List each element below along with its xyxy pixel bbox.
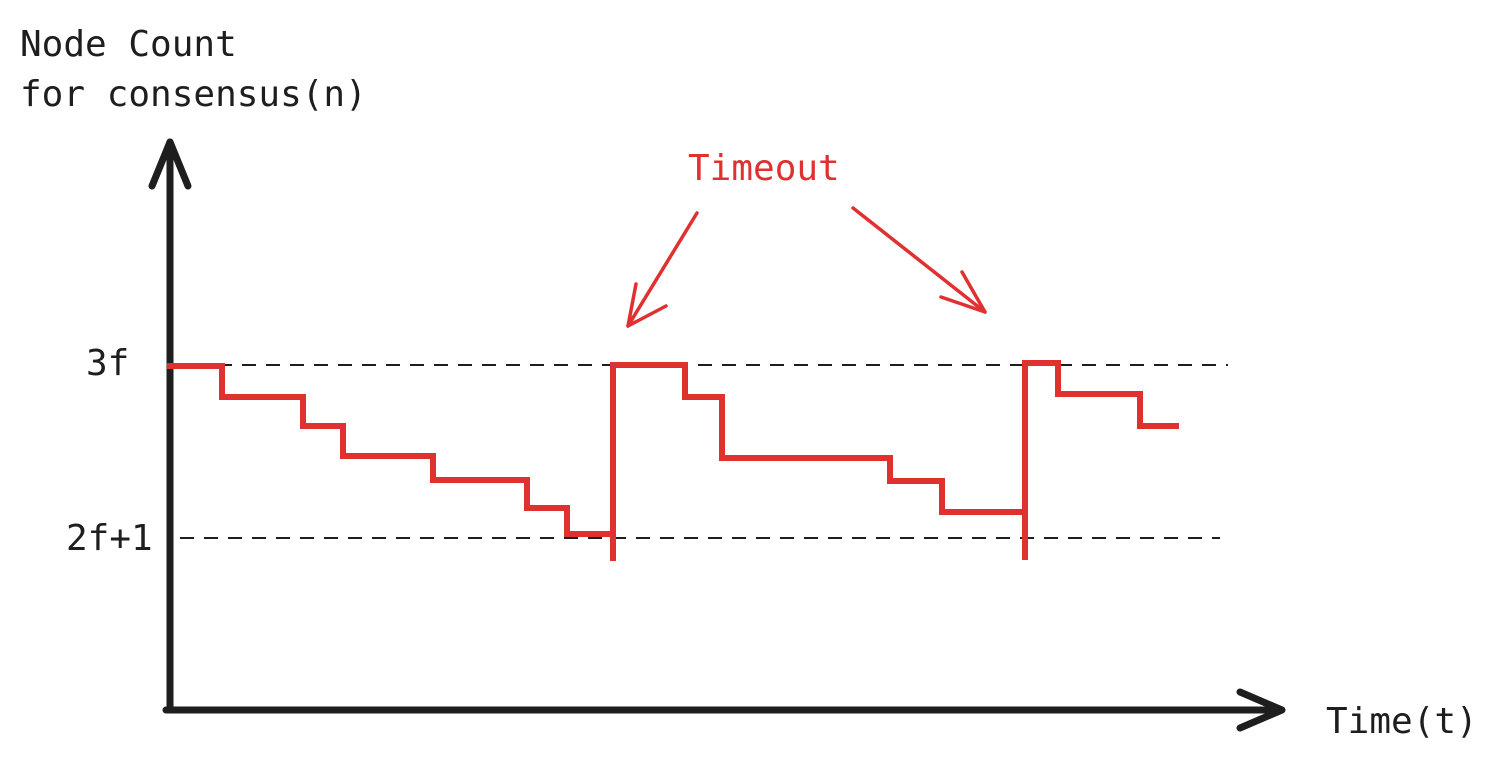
timeout-arrow-right-head (939, 270, 987, 314)
x-axis-arrowhead (1236, 688, 1286, 732)
y-axis-label-line-2: for consensus(n) (20, 74, 367, 115)
level-label-3f: 3f (86, 343, 129, 384)
timeout-arrow-left-head (626, 282, 668, 328)
y-axis-arrowhead (148, 138, 192, 190)
timeout-label: Timeout (688, 148, 840, 189)
x-axis-label: Time(t) (1326, 701, 1478, 742)
node-count-step-line (167, 360, 1179, 537)
timeout-arrow-right (851, 206, 987, 314)
y-axis-label-line-1: Node Count (20, 24, 237, 65)
level-label-2f-plus-1: 2f+1 (66, 518, 153, 559)
timeout-arrow-left (626, 211, 699, 328)
